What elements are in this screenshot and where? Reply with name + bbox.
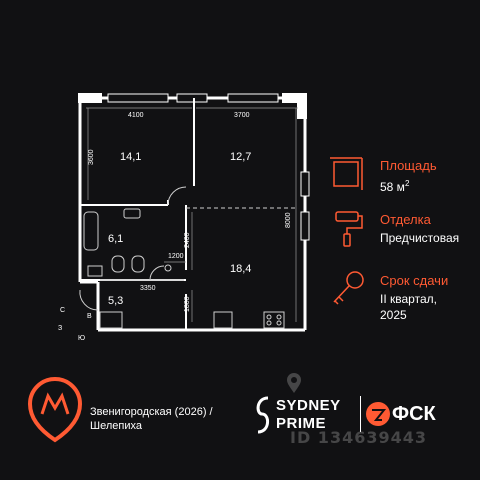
dim-top-left: 4100 [128, 112, 144, 119]
room-area-1: 14,1 [120, 151, 141, 163]
compass-north: С [60, 307, 65, 314]
dimension-lines [86, 107, 298, 322]
watermark-id: ID 134639443 [290, 428, 427, 447]
metro-line2: Шелепиха [90, 420, 142, 432]
metro-icon [27, 377, 83, 443]
compass-west: З [58, 325, 62, 332]
area-value: 58 м2 [380, 179, 410, 194]
delivery-info: Срок сдачи II квартал, 2025 [330, 273, 480, 323]
compass-east: В [87, 313, 92, 320]
area-label: Площадь [380, 158, 437, 173]
dimension-texts: 4100 3700 3600 8000 2400 1200 3350 1800 [88, 112, 292, 312]
dim-left-upper: 3600 [88, 149, 95, 165]
window-top-left [107, 93, 169, 103]
dim-middle-vertical: 2400 [184, 232, 191, 248]
dim-right: 8000 [285, 212, 292, 228]
finish-label: Отделка [380, 212, 431, 227]
window-top-middle [176, 93, 208, 103]
window-top-right [227, 93, 279, 103]
area-icon [330, 157, 363, 190]
washer [87, 265, 103, 277]
sink [123, 208, 141, 219]
finish-info: Отделка Предчистовая [330, 212, 480, 246]
toilet [111, 255, 125, 273]
windows [107, 93, 310, 241]
finish-value: Предчистовая [380, 231, 460, 245]
room-areas: 14,1 12,7 6,1 18,4 5,3 [108, 151, 251, 307]
bath-fixtures [83, 208, 172, 277]
key-icon [333, 271, 364, 305]
window-piers [78, 93, 307, 119]
delivery-value-line1: II квартал, [380, 292, 437, 306]
room-area-3: 6,1 [108, 233, 123, 245]
paint-roller-icon [335, 211, 363, 247]
bathtub [83, 211, 99, 251]
dim-middle-horizontal: 1200 [168, 253, 184, 260]
window-right-upper [300, 171, 310, 197]
kitchen-sink [213, 311, 233, 329]
delivery-value-line2: 2025 [380, 308, 407, 322]
door-bath [149, 265, 165, 281]
door-entrance [79, 289, 99, 311]
compass-south: Ю [78, 335, 85, 342]
delivery-label: Срок сдачи [380, 273, 449, 288]
door-room-1 [167, 186, 187, 206]
entry-cabinet [99, 311, 123, 329]
fsk-logo-icon [366, 402, 390, 426]
compass: С З В Ю [58, 307, 92, 342]
bidet [131, 255, 145, 273]
dim-top-right: 3700 [234, 112, 250, 119]
metro-line1: Звенигородская (2026) / [90, 406, 213, 418]
stove [263, 311, 285, 329]
window-right-lower [300, 211, 310, 241]
room-area-4: 18,4 [230, 263, 251, 275]
dim-bottom-vertical: 1800 [184, 296, 191, 312]
fsk-logo-text: ФСК [392, 403, 436, 425]
drain [164, 264, 172, 272]
kitchen-fixtures [99, 311, 285, 329]
metro-stations: Звенигородская (2026) / Шелепиха [90, 405, 213, 433]
brand-separator [360, 396, 361, 432]
location-pin-icon [287, 373, 301, 393]
sydney-prime-logo-text: SYDNEY PRIME [276, 397, 341, 432]
doors [79, 186, 187, 311]
room-area-5: 5,3 [108, 295, 123, 307]
sydney-prime-logo-icon [256, 396, 269, 434]
dim-bottom-horizontal: 3350 [140, 285, 156, 292]
area-info: Площадь 58 м2 [330, 158, 480, 195]
room-area-2: 12,7 [230, 151, 251, 163]
